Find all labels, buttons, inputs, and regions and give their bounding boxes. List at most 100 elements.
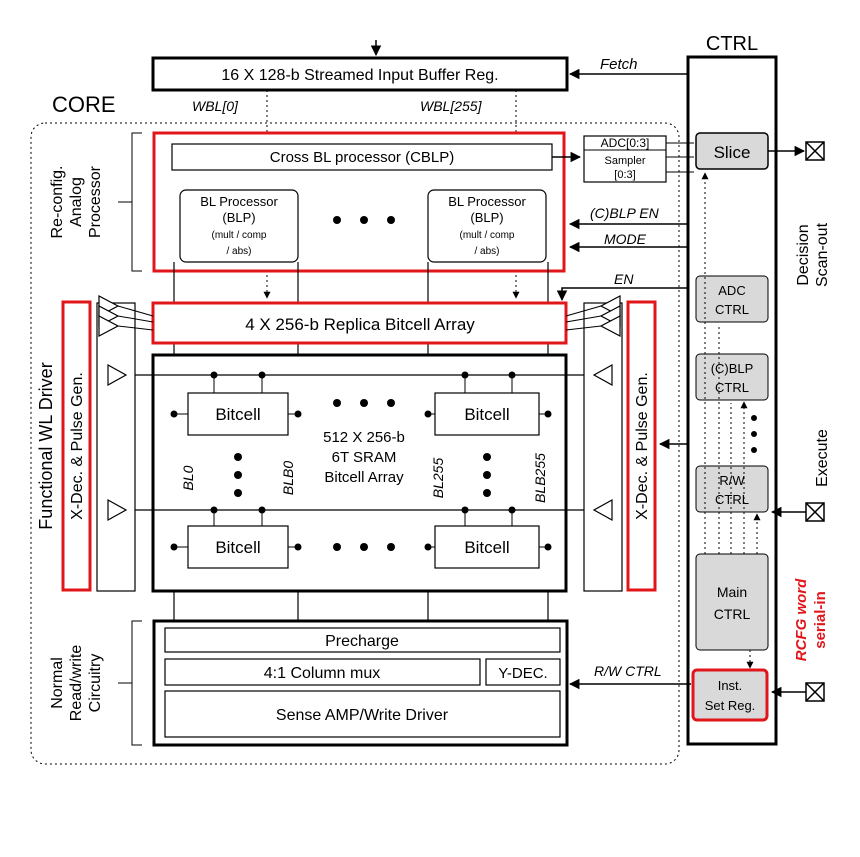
cblp-ctrl-block <box>695 353 769 401</box>
analog-label-2: Analog <box>68 177 85 227</box>
rcfg-label-1: RCFG word <box>793 578 810 661</box>
blp255-abbr: (BLP) <box>470 210 503 225</box>
right-xdec-block <box>626 300 657 592</box>
sram-array-line2: 6T SRAM <box>332 449 397 466</box>
right-xdec-label: X-Dec. & Pulse Gen. <box>634 372 651 520</box>
rw-ctrl-line1: R/W <box>719 473 745 488</box>
rw-label-1: Normal <box>49 657 66 709</box>
cblp-label: Cross BL processor (CBLP) <box>270 149 455 166</box>
decision-label: Decision <box>795 224 812 285</box>
left-wl-buffers <box>98 295 128 522</box>
ydec-block <box>485 658 561 686</box>
bitcell-label: Bitcell <box>215 405 260 424</box>
bitcell-box <box>187 392 289 436</box>
blb0-label: BLB0 <box>280 461 296 495</box>
junction-dots <box>170 371 552 551</box>
bitcell-label: Bitcell <box>464 538 509 557</box>
cblp-en-label: (C)BLP EN <box>590 205 660 221</box>
execute-pad-cross <box>805 502 825 522</box>
ctrl-dotted-lines <box>701 172 761 669</box>
sense-amp-block <box>164 690 561 738</box>
adc-ctrl-block <box>695 275 769 323</box>
adc-ctrl-line1: ADC <box>718 283 745 298</box>
blp-block-0 <box>179 189 299 263</box>
inst-set-reg-line2: Set Reg. <box>705 698 756 713</box>
analog-label-1: Re-config. <box>49 166 66 239</box>
right-wl-buffers <box>592 295 621 522</box>
rcfg-pad-cross <box>805 682 825 702</box>
bl0-label: BL0 <box>180 465 196 490</box>
sram-array-line3: Bitcell Array <box>324 469 404 486</box>
scanout-label: Scan-out <box>814 222 831 287</box>
ctrl-dot <box>751 415 757 421</box>
cblp-ctrl-line1: (C)BLP <box>711 361 754 376</box>
core-label: CORE <box>52 92 116 117</box>
main-ctrl-block <box>695 553 769 651</box>
bitcell-label: Bitcell <box>464 405 509 424</box>
blp-dot <box>333 216 341 224</box>
blp255-ops1: (mult / comp <box>459 230 514 241</box>
wbl255-label: WBL[255] <box>420 98 483 114</box>
bitcell-label: Bitcell <box>215 538 260 557</box>
bitcell-box <box>434 525 540 569</box>
main-ctrl-line1: Main <box>717 584 747 600</box>
ydec-label: Y-DEC. <box>498 665 547 682</box>
adc-sampler-block <box>583 135 667 183</box>
blp255-ops2: / abs) <box>474 246 499 257</box>
blp0-title: BL Processor <box>200 194 278 209</box>
replica-array-block <box>151 301 568 345</box>
rw-ctrl-signal-label: R/W CTRL <box>594 663 662 679</box>
precharge-block <box>164 627 561 653</box>
blp-dot <box>360 216 368 224</box>
left-xdec-outer <box>96 302 136 592</box>
bl255-label: BL255 <box>430 458 446 499</box>
main-ctrl-line2: CTRL <box>714 606 751 622</box>
wbl0-label: WBL[0] <box>192 98 239 114</box>
inst-set-reg-line1: Inst. <box>718 678 743 693</box>
rcfg-label-2: serial-in <box>812 591 829 649</box>
sense-amp-label: Sense AMP/Write Driver <box>276 707 449 724</box>
input-buffer-label: 16 X 128-b Streamed Input Buffer Reg. <box>221 67 498 84</box>
blp0-ops1: (mult / comp <box>211 230 266 241</box>
colmux-block <box>164 658 481 686</box>
colmux-label: 4:1 Column mux <box>264 665 381 682</box>
blp0-abbr: (BLP) <box>222 210 255 225</box>
adc-label: ADC[0:3] <box>601 136 650 150</box>
cblp-ctrl-line2: CTRL <box>715 380 749 395</box>
left-xdec-block <box>61 300 92 592</box>
ctrl-dot <box>751 447 757 453</box>
left-replica-wires <box>117 305 154 331</box>
sampler-label: Sampler <box>605 155 646 167</box>
sram-array-line1: 512 X 256-b <box>323 429 405 446</box>
blp-dot <box>387 216 395 224</box>
fetch-label: Fetch <box>600 56 638 73</box>
sram-wordlines <box>118 374 603 511</box>
decision-pad-cross <box>805 141 825 161</box>
precharge-label: Precharge <box>325 633 399 650</box>
en-arrow <box>556 287 688 302</box>
bitcell-group: Bitcell Bitcell Bitcell Bitcell <box>187 392 540 569</box>
left-xdec-label: X-Dec. & Pulse Gen. <box>69 372 86 520</box>
input-buffer-block <box>151 56 569 92</box>
ctrl-title: CTRL <box>706 33 758 55</box>
mode-label: MODE <box>604 231 647 247</box>
slice-label: Slice <box>714 143 751 162</box>
cblp-block <box>171 143 553 171</box>
en-label: EN <box>614 271 634 287</box>
ctrl-dot <box>751 431 757 437</box>
wl-driver-label: Functional WL Driver <box>36 362 56 529</box>
rw-ctrl-block <box>695 465 769 513</box>
right-replica-wires <box>565 305 602 331</box>
analog-bracket <box>131 132 142 272</box>
replica-array-label: 4 X 256-b Replica Bitcell Array <box>245 315 475 334</box>
adc-ctrl-line2: CTRL <box>715 302 749 317</box>
blp-block-255 <box>427 189 547 263</box>
analog-label-3: Processor <box>87 165 104 238</box>
blp255-title: BL Processor <box>448 194 526 209</box>
rw-ctrl-line2: CTRL <box>715 492 749 507</box>
execute-label: Execute <box>814 429 831 487</box>
rw-bracket <box>131 620 142 746</box>
blp0-ops2: / abs) <box>226 246 251 257</box>
